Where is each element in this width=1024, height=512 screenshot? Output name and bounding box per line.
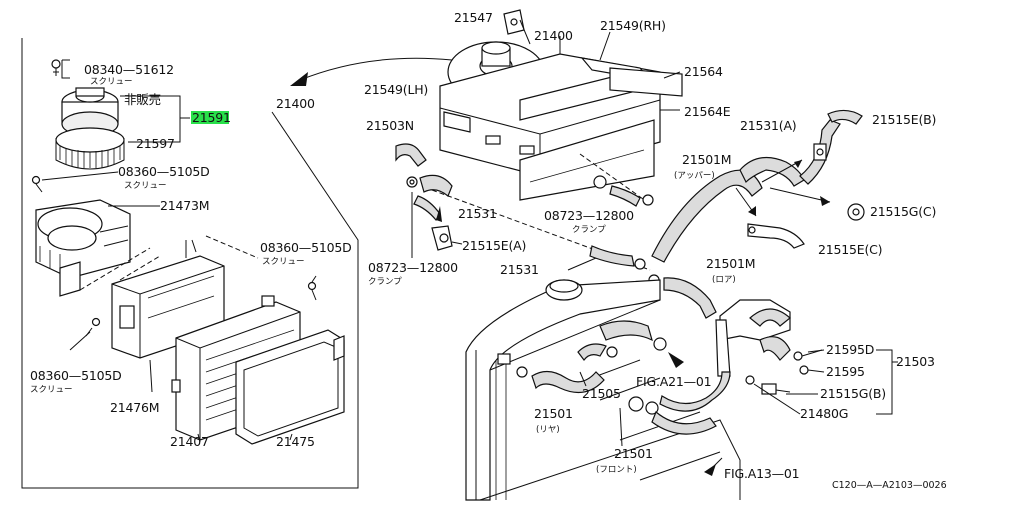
part-number-21549-rh: 21549(RH): [600, 18, 666, 33]
screw-icon: [307, 281, 317, 301]
part-number-21501-rear: 21501: [534, 406, 573, 421]
arrow-icon: [290, 72, 308, 86]
part-label-upper: (アッパー): [674, 171, 715, 181]
part-label-screw: スクリュー: [262, 257, 305, 267]
hose-system: [395, 109, 898, 415]
part-number-21597: 21597: [136, 136, 175, 151]
bracket-icon: [431, 225, 453, 251]
part-label-clamp: クランプ: [368, 277, 402, 287]
clamp-icon: [634, 258, 646, 270]
part-number-21515g-c: 21515G(C): [870, 204, 936, 219]
part-label-rear: (リヤ): [536, 425, 560, 435]
heater-cover-icon: [235, 329, 345, 445]
part-number-21547: 21547: [454, 10, 493, 25]
part-number-08360-5105d-mid: 08360—5105D: [260, 240, 352, 255]
clamp-icon: [593, 175, 654, 206]
diagram-code: C120—A—A2103—0026: [832, 480, 947, 491]
nut-icon: [847, 203, 865, 221]
part-number-21400-left: 21400: [276, 96, 315, 111]
part-number-21549-lh: 21549(LH): [364, 82, 428, 97]
part-label-lower: (ロア): [712, 275, 736, 285]
part-number-21400-top: 21400: [534, 28, 573, 43]
part-number-21503n: 21503N: [366, 118, 414, 133]
part-number-21515e-b: 21515E(B): [872, 112, 936, 127]
part-number-21564: 21564: [684, 64, 723, 79]
bracket-icon: [747, 223, 805, 249]
arrow-icon: [668, 352, 684, 368]
part-number-08723-12800-left: 08723—12800: [368, 260, 458, 275]
highlight-marker: [191, 111, 229, 124]
part-number-21531-left: 21531: [458, 206, 497, 221]
part-number-21564e: 21564E: [684, 104, 731, 119]
part-number-21591: 21591: [192, 110, 231, 125]
part-label-clamp: クランプ: [572, 225, 606, 235]
part-number-21531-middle: 21531: [500, 262, 539, 277]
part-number-21480g: 21480G: [800, 406, 848, 421]
part-label-screw: スクリュー: [90, 77, 133, 87]
clamp-icon: [406, 176, 418, 188]
part-number-21595: 21595: [826, 364, 865, 379]
bolt-icon: [799, 365, 809, 375]
part-label-screw: スクリュー: [30, 385, 73, 395]
clamp-icon: [516, 346, 618, 378]
part-number-21407: 21407: [170, 434, 209, 449]
figure-reference-a21: FIG.A21—01: [636, 374, 711, 389]
part-number-21503: 21503: [896, 354, 935, 369]
part-number-21595d: 21595D: [826, 342, 874, 357]
part-labels: 08340—51612 スクリュー 非販売 21591 21597 21400 …: [30, 10, 947, 491]
part-number-21476m: 21476M: [110, 400, 159, 415]
clamp-icon: [628, 396, 659, 415]
part-label-not-for-sale: 非販売: [124, 92, 161, 107]
part-number-21501-front: 21501: [614, 446, 653, 461]
part-number-21531a: 21531(A): [740, 118, 796, 133]
radiator-icon: [465, 279, 741, 501]
part-number-21515e-a: 21515E(A): [462, 238, 526, 253]
part-number-21515e-c: 21515E(C): [818, 242, 882, 257]
blower-case-icon: [35, 199, 131, 297]
part-number-21505: 21505: [582, 386, 621, 401]
part-number-21515g-b: 21515G(B): [820, 386, 886, 401]
screw-icon: [85, 317, 101, 337]
screw-icon: [31, 175, 43, 193]
part-number-08360-5105d-bot: 08360—5105D: [30, 368, 122, 383]
part-number-08723-12800-right: 08723—12800: [544, 208, 634, 223]
blower-motor-icon: [55, 87, 125, 170]
part-number-21501m-lower: 21501M: [706, 256, 755, 271]
heater-unit-assembly: [439, 9, 683, 201]
bracket-icon: [813, 143, 827, 161]
screw-icon: [51, 59, 61, 76]
part-number-08340-51612: 08340—51612: [84, 62, 174, 77]
part-label-front: (フロント): [596, 465, 637, 475]
heater-assembly-panel: [21, 38, 359, 489]
part-number-21473m: 21473M: [160, 198, 209, 213]
part-number-21475: 21475: [276, 434, 315, 449]
radiator-hoses: [516, 320, 731, 476]
clamp-icon: [653, 337, 667, 351]
part-number-08360-5105d-top: 08360—5105D: [118, 164, 210, 179]
figure-reference-a13: FIG.A13—01: [724, 466, 799, 481]
part-label-screw: スクリュー: [124, 181, 167, 191]
part-number-21501m-upper: 21501M: [682, 152, 731, 167]
